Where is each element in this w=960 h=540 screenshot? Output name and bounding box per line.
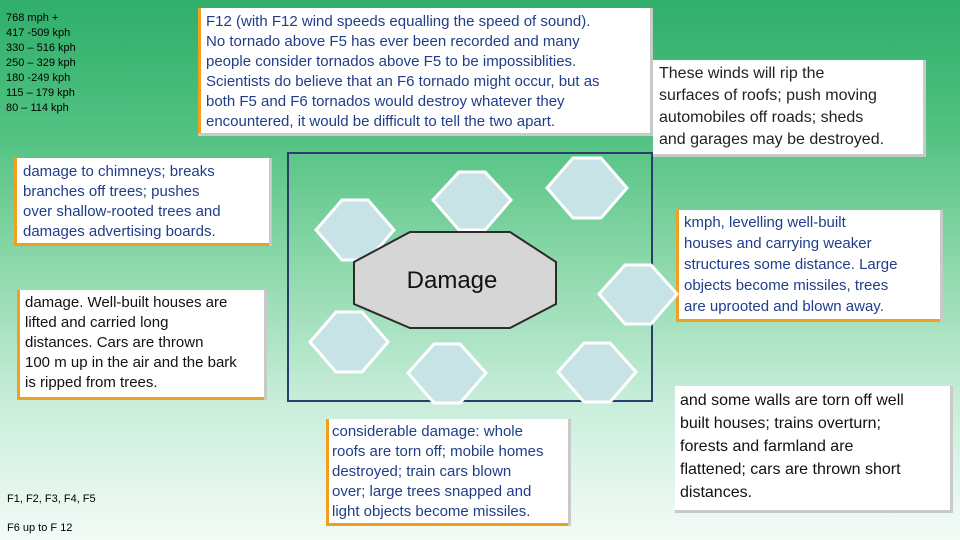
card-text: considerable damage: whole roofs are tor… [332,423,544,520]
speed-item: 330 – 516 kph [6,42,76,54]
card-lifted[interactable]: damage. Well-built houses are lifted and… [17,290,267,400]
card-text: F12 (with F12 wind speeds equalling the … [206,13,600,130]
card-accent [17,397,264,400]
card-text: kmph, levelling well-built houses and ca… [684,214,898,315]
card-f12[interactable]: F12 (with F12 wind speeds equalling the … [198,8,653,136]
speed-item: 80 – 114 kph [6,102,69,114]
card-accent [14,243,269,246]
hexagon-slot[interactable] [545,156,629,220]
center-label: Damage [407,267,498,294]
card-accent [326,523,568,526]
card-accent [676,319,940,322]
speed-item: 768 mph + [6,12,59,24]
card-levelling[interactable]: kmph, levelling well-built houses and ca… [676,210,943,322]
hexagon-slot[interactable] [406,342,488,405]
card-considerable[interactable]: considerable damage: whole roofs are tor… [326,419,571,526]
card-chimneys[interactable]: damage to chimneys; breaks branches off … [14,158,272,246]
card-roofs[interactable]: These winds will rip the surfaces of roo… [653,60,926,157]
card-text: damage. Well-built houses are lifted and… [25,294,237,391]
speed-item: 115 – 179 kph [6,87,75,99]
card-text: These winds will rip the surfaces of roo… [659,65,885,148]
card-text: and some walls are torn off well built h… [680,392,904,501]
hexagon-slot[interactable] [430,170,514,232]
hexagon-slot[interactable] [308,310,390,374]
card-accent [326,419,329,523]
scale-label-f6-f12: F6 up to F 12 [7,522,73,534]
card-accent [14,158,17,243]
center-hexagon[interactable] [353,231,557,329]
hexagon-slot[interactable] [597,263,679,326]
card-accent [17,290,20,397]
speed-list: 768 mph + 417 -509 kph 330 – 516 kph 250… [6,11,76,116]
scale-label-f1-f5: F1, F2, F3, F4, F5 [7,493,96,505]
card-walls[interactable]: and some walls are torn off well built h… [675,386,953,513]
speed-item: 417 -509 kph [6,27,71,39]
card-text: damage to chimneys; breaks branches off … [23,163,221,240]
speed-item: 250 – 329 kph [6,57,76,69]
card-accent [198,8,201,133]
card-accent [676,210,679,319]
hexagon-slot[interactable] [556,341,638,404]
speed-item: 180 -249 kph [6,72,71,84]
